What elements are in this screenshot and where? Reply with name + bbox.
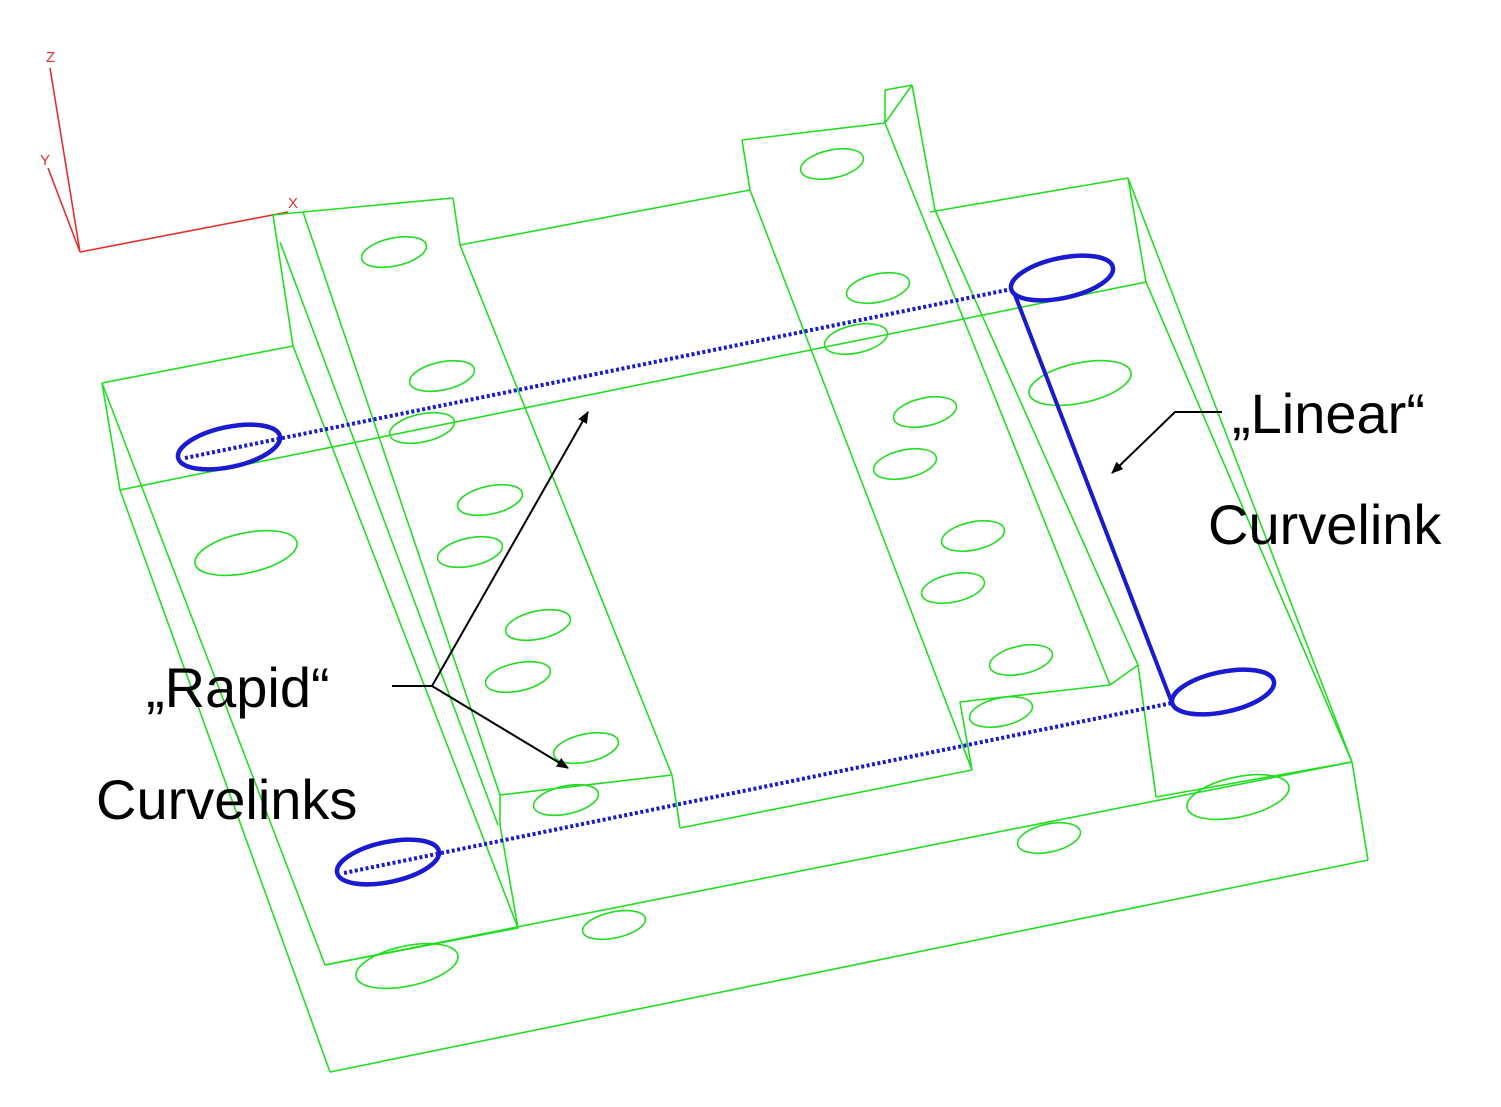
slot-left-wall	[671, 774, 681, 829]
linear-callout-line2: Curvelink	[1208, 493, 1442, 556]
rapid-leader-down	[431, 685, 569, 769]
hole	[532, 783, 600, 817]
hole	[388, 411, 456, 445]
left-rail-back-top	[272, 197, 454, 216]
base-plate-top-front-edge	[324, 761, 1353, 966]
hole	[436, 535, 504, 569]
linear-callout-line1: „Linear“	[1232, 382, 1425, 445]
hole	[823, 322, 889, 356]
part-wireframe	[101, 84, 1369, 1073]
left-rail-mid-line	[279, 241, 499, 826]
z-axis-line	[49, 67, 81, 253]
right-rail-inner-b	[911, 84, 1139, 666]
toolpath-circle-back-left	[175, 422, 283, 472]
base-plate-right-edge	[1351, 761, 1369, 861]
hole	[484, 660, 552, 694]
slot-back-edge	[459, 189, 751, 246]
hole	[408, 359, 476, 393]
linear-leader	[1111, 411, 1222, 474]
hole	[968, 695, 1034, 729]
hole	[799, 147, 865, 181]
x-axis-label: X	[288, 195, 298, 212]
hole	[552, 731, 620, 765]
hole	[845, 271, 911, 305]
base-plate-back-left-edge	[101, 345, 294, 384]
left-rail-inner-top	[302, 211, 501, 796]
base-plate-top-left-edge	[101, 382, 326, 966]
coordinate-axis-triad: Z Y X	[40, 49, 298, 253]
right-rail-inner-a	[884, 90, 1111, 686]
right-block-front-edge	[1155, 761, 1353, 798]
x-axis-line	[79, 211, 289, 253]
right-block-top-back	[929, 177, 1129, 213]
left-rail-outer-edge	[272, 214, 519, 929]
toolpath-circle-back-right	[1008, 253, 1116, 303]
hole	[456, 483, 524, 517]
base-plate-right-top-edge	[1145, 281, 1353, 763]
z-axis-label: Z	[46, 49, 55, 66]
right-rail-back-top	[741, 84, 913, 141]
right-rail-front	[959, 684, 1111, 771]
base-plate-back-middle	[119, 281, 1147, 491]
left-rail-step	[324, 795, 519, 966]
right-rail-left-edge	[741, 139, 973, 771]
hole	[892, 395, 958, 429]
y-axis-label: Y	[40, 152, 50, 169]
right-block-outer	[1127, 177, 1353, 763]
toolpath-circle-front-right	[1169, 667, 1277, 717]
hole	[194, 529, 298, 577]
hole	[920, 571, 986, 605]
right-rail-step	[1109, 664, 1157, 798]
base-plate-front-bottom-edge	[329, 859, 1369, 1073]
hole	[1186, 773, 1290, 821]
part-holes	[194, 147, 1290, 990]
rapid-curvelink-front	[343, 701, 1173, 875]
right-block-right-edge	[1127, 177, 1147, 283]
hole	[988, 643, 1054, 677]
toolpath	[175, 253, 1277, 887]
toolpath-circle-front-left	[334, 837, 442, 887]
hole	[355, 942, 459, 990]
hole	[360, 235, 428, 269]
hole	[504, 608, 572, 642]
annotation-leaders	[392, 411, 1222, 769]
y-axis-line	[47, 167, 81, 253]
hole	[940, 519, 1006, 553]
rapid-callout-line2: Curvelinks	[96, 768, 358, 831]
rapid-curvelink-back	[184, 287, 1013, 460]
hole	[872, 447, 938, 481]
hole	[1016, 821, 1082, 855]
linear-curvelink	[1013, 294, 1174, 704]
slot-floor-front	[679, 769, 973, 829]
rapid-callout-line1: „Rapid“	[146, 656, 330, 719]
hole	[1028, 359, 1132, 407]
hole	[581, 909, 647, 941]
rapid-leader-up	[431, 411, 589, 687]
right-rail-top	[884, 84, 913, 91]
